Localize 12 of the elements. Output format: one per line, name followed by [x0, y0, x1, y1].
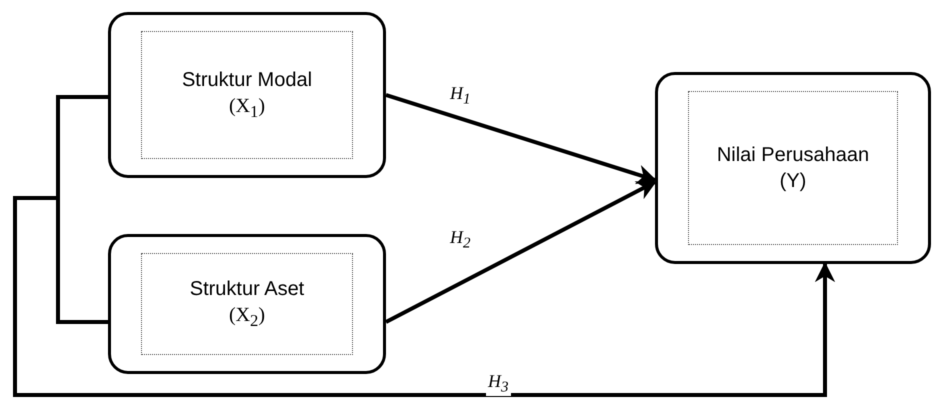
variable-symbol: (X$_{1}$) — [228, 94, 266, 123]
variable-symbol: (X$_{2}$) — [228, 303, 266, 332]
arrow — [385, 93, 657, 184]
arrow — [385, 180, 657, 324]
variable-name: Nilai Perusahaan (Y) — [716, 143, 870, 194]
variable-box — [108, 234, 386, 374]
edge-label: H$_{3}$ — [486, 372, 510, 396]
variable-box — [108, 12, 386, 178]
variable-box — [655, 72, 931, 264]
variable-name: Struktur Modal — [182, 68, 312, 94]
arrow — [13, 196, 835, 397]
variable-name: Struktur Aset — [190, 277, 304, 302]
